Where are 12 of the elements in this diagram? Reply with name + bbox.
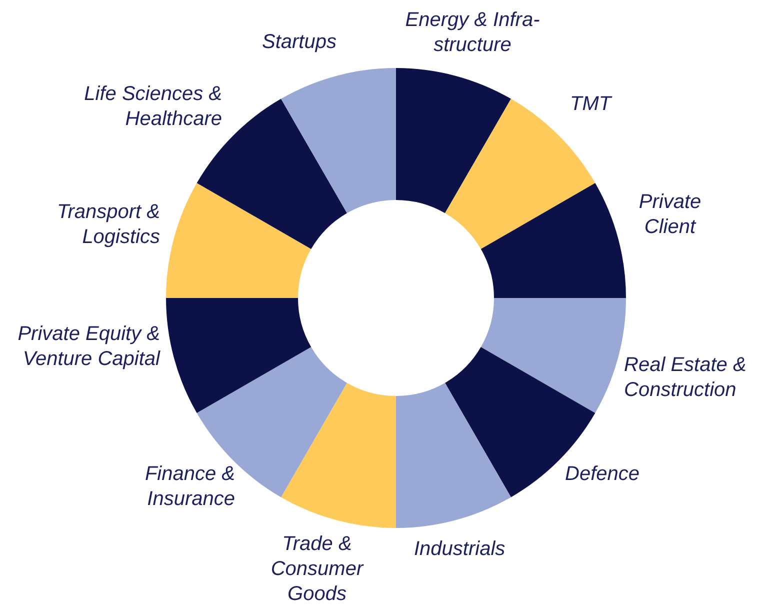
segment-label: Life Sciences & Healthcare xyxy=(40,82,222,132)
segment-label: Industrials xyxy=(414,537,534,562)
segment-label: Defence xyxy=(565,462,665,487)
segment-label: Finance & Insurance xyxy=(110,462,235,512)
segment-label: Trade & Consumer Goods xyxy=(262,532,372,606)
segment-label: Real Estate & Construction xyxy=(624,353,779,403)
segment-label: TMT xyxy=(570,92,640,117)
segment-label: Energy & Infra-structure xyxy=(385,8,560,58)
segment-label: Private Equity & Venture Capital xyxy=(15,322,160,372)
segment-label: Private Client xyxy=(620,190,720,240)
segment-label: Transport & Logistics xyxy=(15,200,160,250)
segment-label: Startups xyxy=(262,30,372,55)
